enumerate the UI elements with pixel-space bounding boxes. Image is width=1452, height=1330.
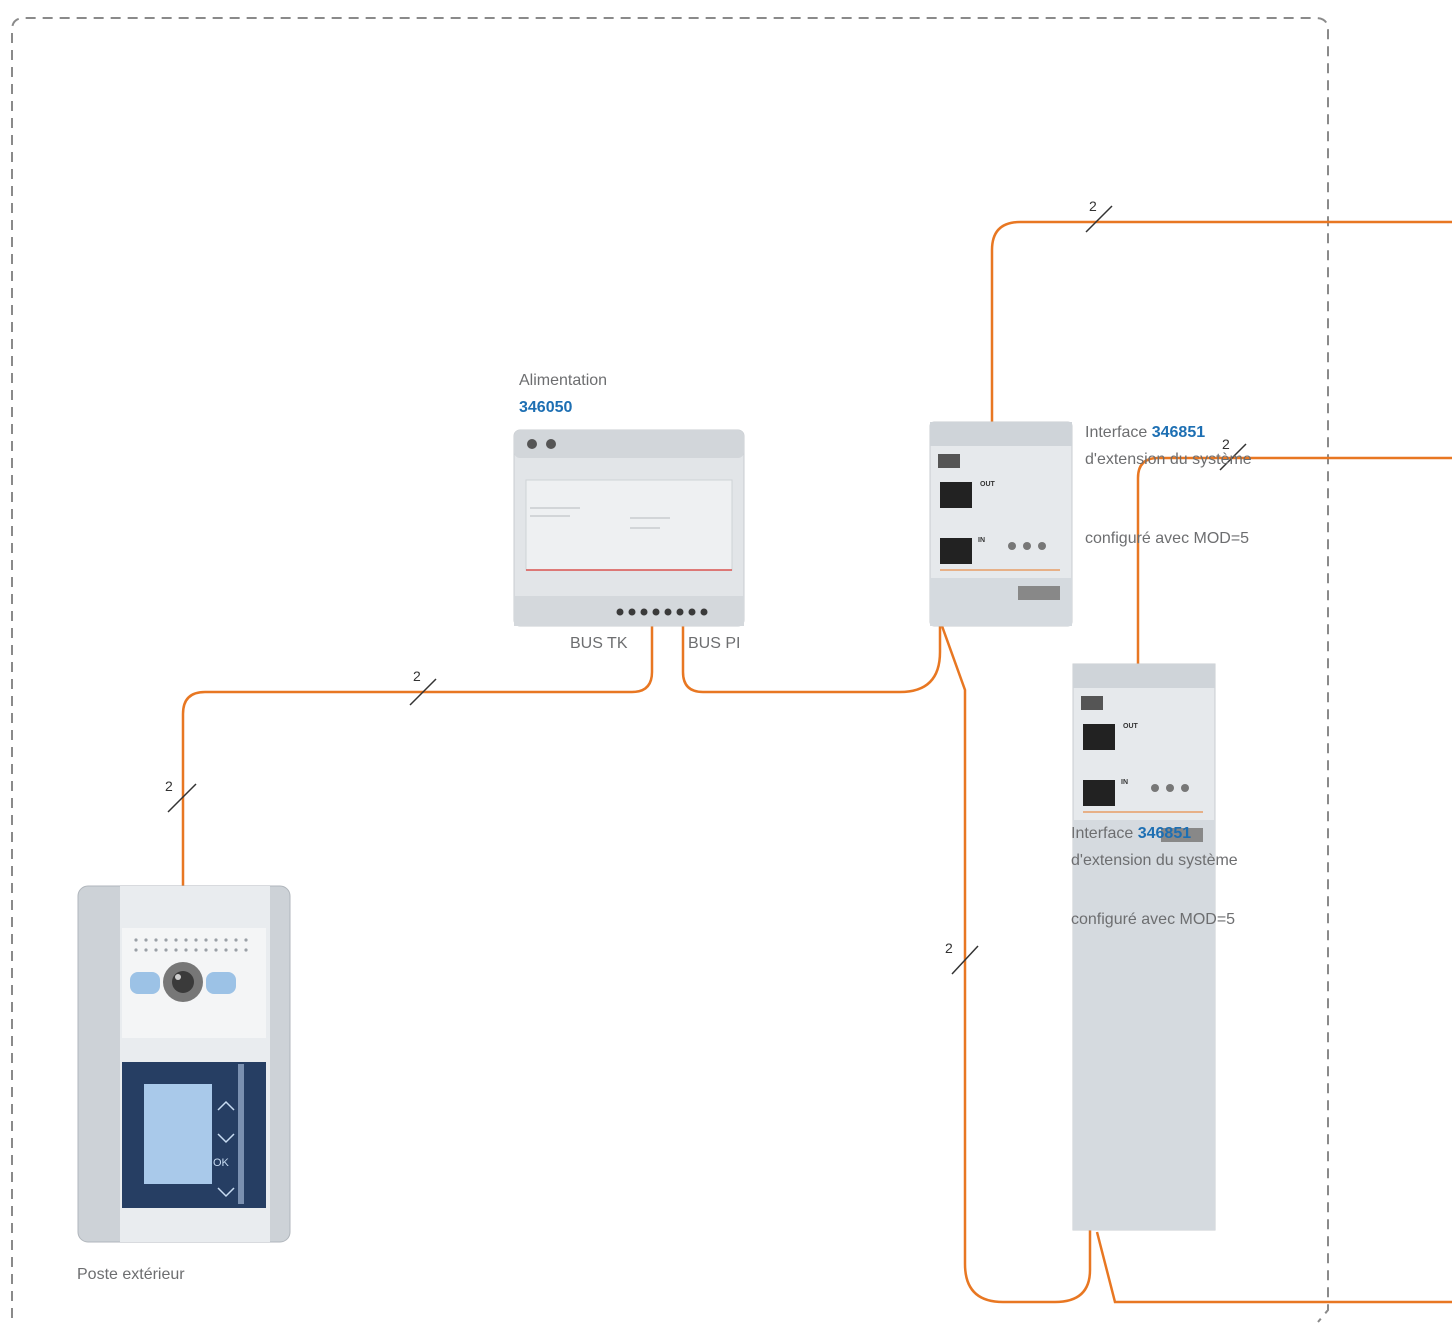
out-port-label: OUT (1123, 723, 1139, 730)
slash-mark (1219, 443, 1247, 471)
interface-top-prefix: Interface (1085, 424, 1148, 441)
wire-top-interface-out (990, 220, 1452, 422)
interface-top-code: 346851 (1151, 424, 1206, 441)
in-port-label: IN (1121, 779, 1128, 786)
power-supply-device (513, 429, 745, 627)
interface-bottom-config: configuré avec MOD=5 (1071, 911, 1236, 928)
slash-mark (951, 945, 979, 975)
wire-bottom-interface-out (1136, 456, 1452, 664)
slash-mark (167, 783, 197, 813)
bus-tk-label: BUS TK (570, 635, 628, 652)
slash-mark (409, 678, 437, 706)
outdoor-station-label: Poste extérieur (77, 1266, 185, 1283)
wire-count-label: 2 (165, 778, 173, 794)
wire-count-label: 2 (413, 668, 421, 684)
slash-mark (1085, 205, 1113, 233)
wire-count-label: 2 (1089, 198, 1097, 214)
outdoor-station-device: OK (77, 885, 291, 1243)
wire-top-to-bottom-interface (940, 625, 1092, 1304)
interface-bottom-code: 346851 (1137, 825, 1192, 842)
interface-device-bottom: OUT IN (1072, 663, 1216, 1231)
out-port-label: OUT (980, 481, 996, 488)
interface-top-config: configuré avec MOD=5 (1085, 530, 1250, 547)
in-port-label: IN (978, 537, 985, 544)
power-supply-label: Alimentation (519, 372, 608, 389)
interface-bottom-prefix: Interface (1071, 825, 1134, 842)
interface-top-description: d'extension du système (1085, 451, 1252, 468)
interface-bottom-description: d'extension du système (1071, 852, 1238, 869)
wire-count-label: 2 (945, 940, 953, 956)
interface-device-top: OUT IN (929, 421, 1073, 627)
wire-bottom-interface-return (1095, 1231, 1452, 1304)
wire-bus-pi (681, 624, 942, 694)
wire-count-label: 2 (1222, 436, 1230, 452)
wire-bus-tk (181, 624, 654, 886)
interface-top-title: Interface 346851 (1085, 422, 1205, 444)
ok-button-label: OK (213, 1157, 230, 1169)
power-supply-code: 346050 (519, 399, 573, 416)
bus-pi-label: BUS PI (688, 635, 741, 652)
installation-boundary (11, 17, 1329, 1323)
interface-bottom-title: Interface 346851 (1071, 823, 1191, 845)
